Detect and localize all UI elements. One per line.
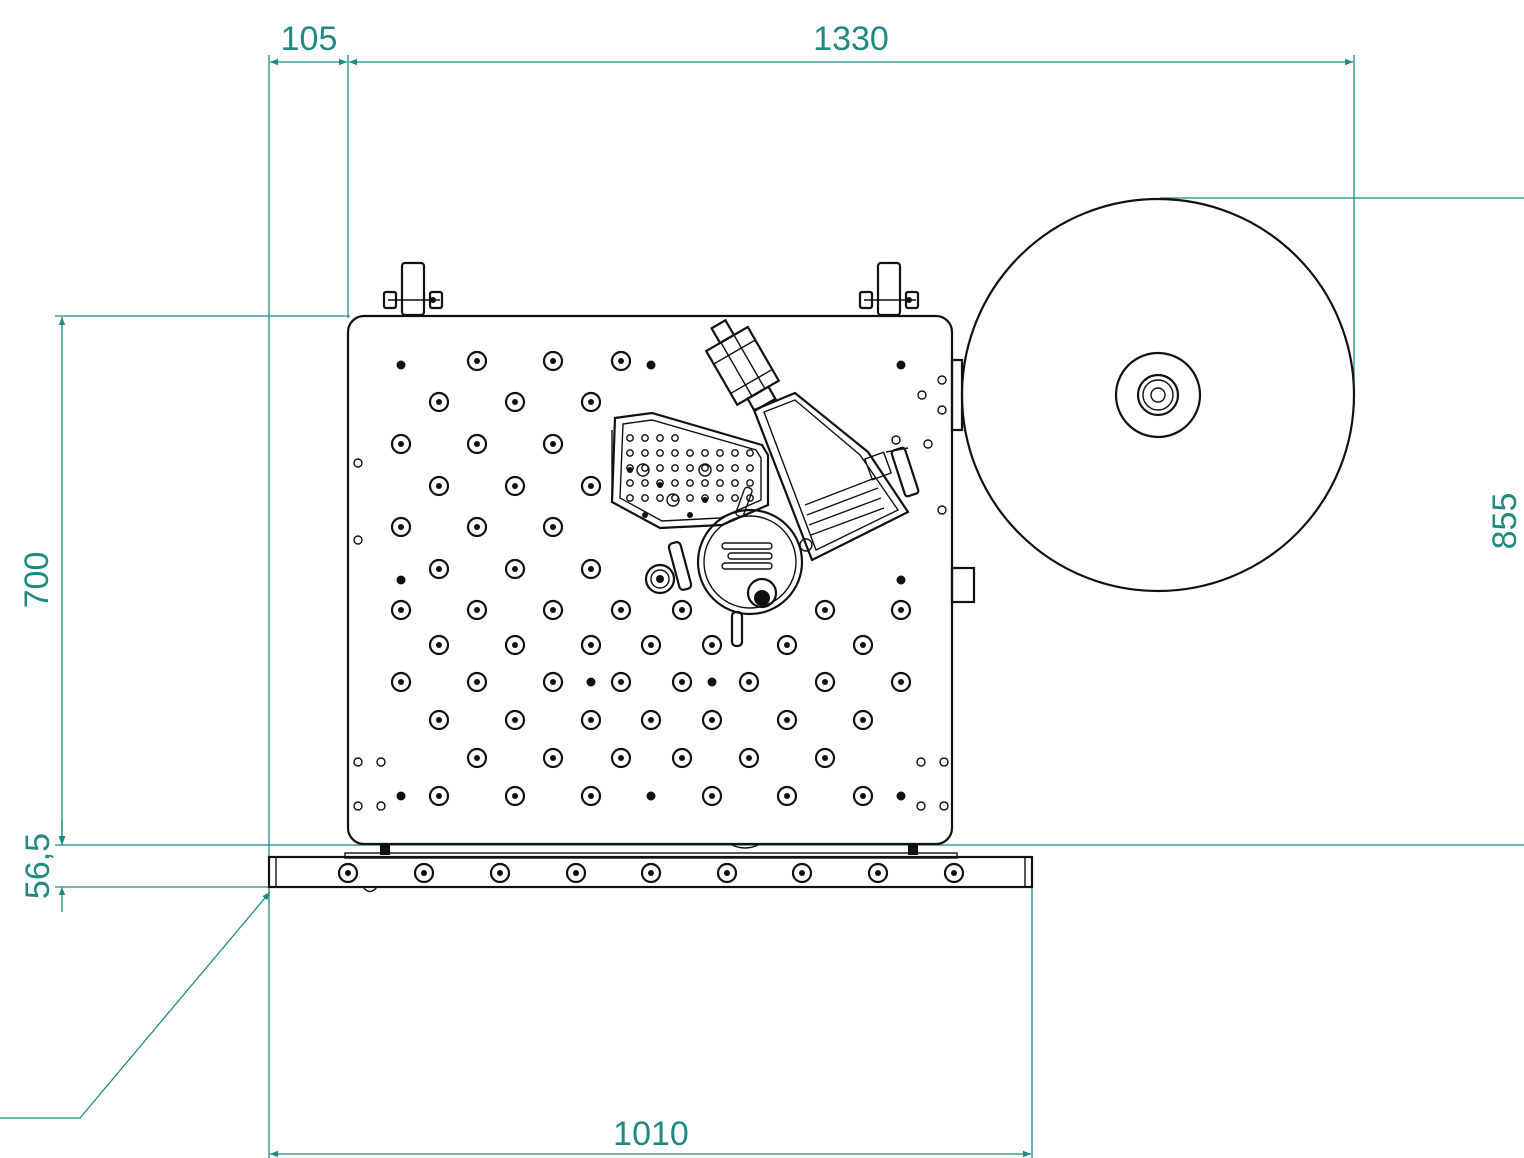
tension-roller — [644, 541, 693, 595]
applicator-hub — [696, 486, 813, 648]
mounting-holes — [337, 350, 965, 884]
dim-offset-left: 105 — [281, 20, 338, 58]
dim-overall-height: 855 — [1486, 493, 1524, 550]
base-rail — [267, 845, 1034, 893]
main-plate — [346, 314, 954, 846]
dispensing-plate — [610, 411, 770, 530]
machine — [267, 197, 1356, 893]
dim-body-height: 700 — [18, 552, 56, 609]
applicator-arm — [752, 391, 910, 562]
lift-handle-right — [858, 261, 920, 317]
side-block-upper — [950, 358, 964, 432]
side-block-lower — [950, 566, 976, 604]
lift-handle-left — [382, 261, 444, 317]
pneumatic-cylinder — [704, 318, 781, 413]
dimension-labels: 105 1330 1010 700 56,5 855 — [18, 20, 1524, 1153]
valve — [885, 435, 920, 498]
dim-overall-width: 1330 — [813, 20, 889, 58]
small-holes — [353, 360, 949, 811]
dim-base-width: 1010 — [613, 1115, 689, 1153]
dim-base-height: 56,5 — [19, 833, 57, 899]
label-reel — [960, 197, 1356, 593]
